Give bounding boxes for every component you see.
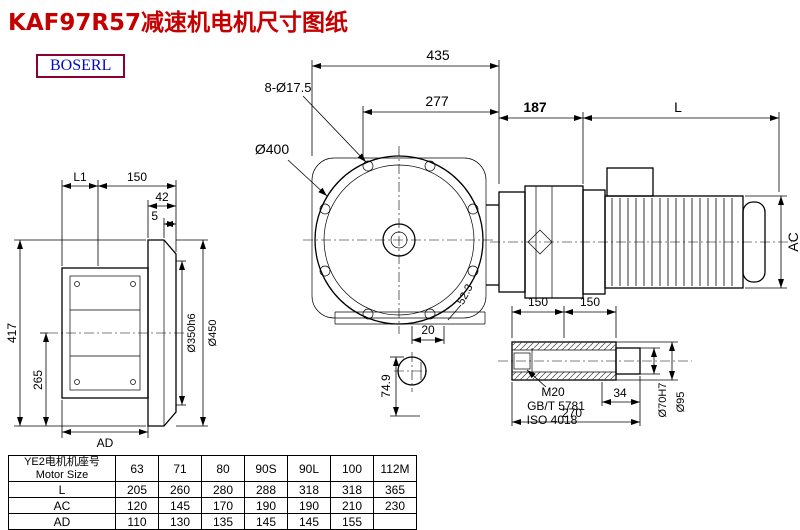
table-col-header: 71 [158, 454, 202, 483]
dim-ac-label: AC [785, 232, 800, 251]
dim-d70-label: Ø70H7 [657, 383, 669, 418]
boserl-logo: BOSERL [36, 54, 126, 78]
table-cell: 260 [158, 481, 202, 499]
dim-ad-label: AD [97, 436, 114, 450]
table-cell: 210 [330, 497, 374, 515]
table-cell: 145 [158, 497, 202, 515]
dim-417-label: 417 [5, 323, 19, 343]
table-cell: 130 [158, 513, 202, 530]
dim-l-label: L [674, 99, 682, 115]
motor-view: 187 L AC [490, 99, 800, 299]
dim-34-label: 34 [613, 386, 627, 400]
dim-270-label: 270 [562, 406, 582, 420]
label-gbt-5781: GB/T 5781 [527, 399, 585, 413]
table-row-AD: AD 110 130 135 145 145 155 [8, 513, 417, 530]
table-col-header: 112M [373, 454, 417, 483]
table-col-header: 100 [330, 454, 374, 483]
table-cell: 120 [115, 497, 159, 515]
label-m20: M20 [541, 385, 565, 399]
row-label: AD [8, 513, 116, 530]
table-cell: 145 [244, 513, 288, 530]
table-row-L: L 205 260 280 288 318 318 365 [8, 481, 417, 499]
dim-42-label: 42 [155, 190, 169, 204]
dim-d400-label: Ø400 [255, 141, 289, 157]
dim-150a-label: 150 [528, 295, 548, 309]
dim-435-label: 435 [426, 47, 450, 63]
table-cell: 280 [201, 481, 245, 499]
dim-749-label: 74.9 [379, 374, 393, 398]
dim-187-label: 187 [523, 99, 547, 115]
table-cell: 190 [287, 497, 331, 515]
table-header-row: YE2电机机座号 Motor Size 63 71 80 90S 90L 100… [8, 454, 417, 483]
table-cell: 288 [244, 481, 288, 499]
table-cell: 230 [373, 497, 417, 515]
table-cell: 318 [330, 481, 374, 499]
dim-277-label: 277 [425, 93, 449, 109]
dim-d95-label: Ø95 [675, 392, 687, 413]
table-cell: 205 [115, 481, 159, 499]
table-cell: 110 [115, 513, 159, 530]
dim-d450-label: Ø450 [207, 320, 219, 347]
table-cell: 190 [244, 497, 288, 515]
table-header-cell: YE2电机机座号 Motor Size [8, 454, 116, 483]
table-cell: 170 [201, 497, 245, 515]
table-col-header: 90L [287, 454, 331, 483]
table-cell: 318 [287, 481, 331, 499]
left-view: L1 150 42 5 417 265 AD Ø350h6 Ø450 [5, 170, 219, 450]
table-header-en: Motor Size [35, 468, 89, 481]
dim-bolt-holes-label: 8-Ø17.5 [265, 80, 312, 95]
table-header-cn: YE2电机机座号 [24, 456, 100, 468]
table-col-header: 80 [201, 454, 245, 483]
drawing-canvas: L1 150 42 5 417 265 AD Ø350h6 Ø450 [5, 47, 800, 450]
dim-20-label: 20 [421, 323, 435, 337]
page-title: KAF97R57减速机电机尺寸图纸 [8, 10, 349, 36]
motor-size-table: YE2电机机座号 Motor Size 63 71 80 90S 90L 100… [8, 454, 417, 530]
row-label: L [8, 481, 116, 499]
dim-265-label: 265 [31, 370, 45, 390]
table-cell [373, 513, 417, 530]
front-view: 435 277 8-Ø17.5 Ø400 20 74.9 52.3 [255, 47, 500, 417]
dim-l1-label: L1 [73, 170, 87, 184]
row-label: AC [8, 497, 116, 515]
table-cell: 145 [287, 513, 331, 530]
dim-5-label: 5 [151, 209, 158, 223]
dim-150-label: 150 [127, 170, 147, 184]
table-col-header: 63 [115, 454, 159, 483]
table-row-AC: AC 120 145 170 190 190 210 230 [8, 497, 417, 515]
table-cell: 135 [201, 513, 245, 530]
dim-150b-label: 150 [580, 295, 600, 309]
dim-d350-label: Ø350h6 [186, 313, 198, 352]
table-col-header: 90S [244, 454, 288, 483]
shaft-detail: 150 150 M20 GB/T 5781 ISO 4018 34 270 Ø7… [498, 295, 692, 427]
table-cell: 365 [373, 481, 417, 499]
table-cell: 155 [330, 513, 374, 530]
